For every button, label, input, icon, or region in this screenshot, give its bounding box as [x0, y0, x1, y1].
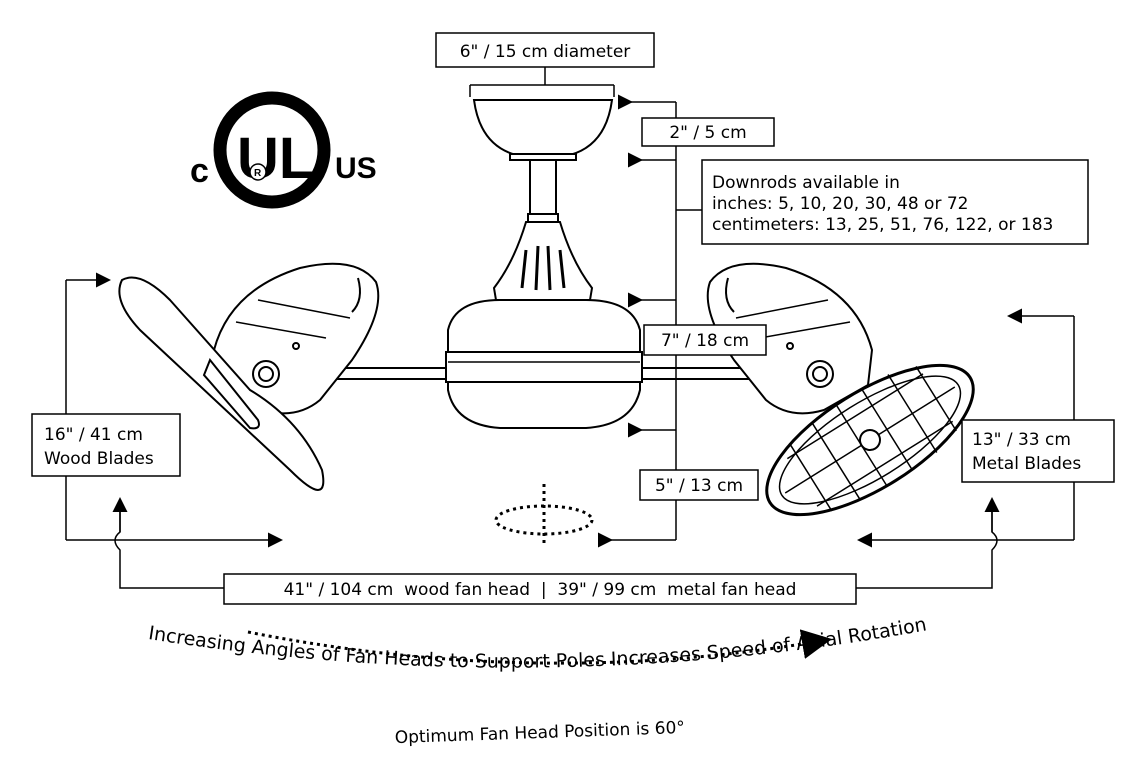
ul-ring: [213, 91, 331, 209]
footer-line-1: Increasing Angles of Fan Heads to Suppor…: [147, 613, 928, 672]
bottom-height-callout: 5" / 13 cm: [639, 469, 759, 501]
footer-line-2: Optimum Fan Head Position is 60°: [394, 718, 685, 748]
metal-blade-type: Metal Blades: [972, 454, 1081, 474]
motor-neck: [492, 221, 594, 301]
vertical-dimension-line: [598, 94, 702, 548]
downrods-note-line-2: inches: 5, 10, 20, 30, 48 or 72: [712, 194, 968, 214]
ul-us-mark: US: [335, 152, 377, 185]
overall-width-dimension: [112, 497, 1000, 589]
downrods-note-line-1: Downrods available in: [712, 173, 900, 193]
canopy-diameter-label: 6" / 15 cm diameter: [460, 42, 631, 62]
canopy: [472, 99, 614, 156]
wood-blade-size: 16" / 41 cm: [44, 425, 143, 445]
wood-blade-callout: 16" / 41 cm Wood Blades: [31, 413, 181, 477]
registered-mark-letter: R: [254, 168, 262, 179]
rotation-icon: [494, 484, 594, 544]
wood-blade-dimension: [65, 272, 283, 548]
downrods-note-line-3: centimeters: 13, 25, 51, 76, 122, or 183: [712, 215, 1053, 235]
canopy-height-label: 2" / 5 cm: [669, 123, 746, 143]
metal-blade-size: 13" / 33 cm: [972, 430, 1071, 450]
metal-blade-cage: [765, 363, 975, 517]
motor-height-label: 7" / 18 cm: [661, 331, 749, 351]
canopy-height-callout: 2" / 5 cm: [641, 117, 775, 147]
ul-letters: UL: [237, 126, 314, 191]
downrod: [529, 159, 557, 219]
footer-arc-text: Increasing Angles of Fan Heads to Suppor…: [147, 613, 928, 672]
registered-mark-icon: [249, 163, 267, 181]
motor-height-callout: 7" / 18 cm: [643, 324, 767, 356]
metal-blade-callout: 13" / 33 cm Metal Blades: [961, 419, 1115, 483]
overall-width-label: 41" / 104 cm wood fan head | 39" / 99 cm…: [284, 580, 797, 600]
fan-illustration: [118, 99, 975, 517]
canopy-diameter-callout: 6" / 15 cm diameter: [435, 32, 655, 97]
wood-blade-type: Wood Blades: [44, 449, 154, 469]
ul-c-mark: c: [190, 152, 209, 190]
overall-width-callout: 41" / 104 cm wood fan head | 39" / 99 cm…: [223, 573, 857, 605]
bottom-height-label: 5" / 13 cm: [655, 476, 743, 496]
cul-us-logo: c UL R US: [190, 91, 377, 209]
downrods-note: Downrods available in inches: 5, 10, 20,…: [701, 159, 1089, 245]
